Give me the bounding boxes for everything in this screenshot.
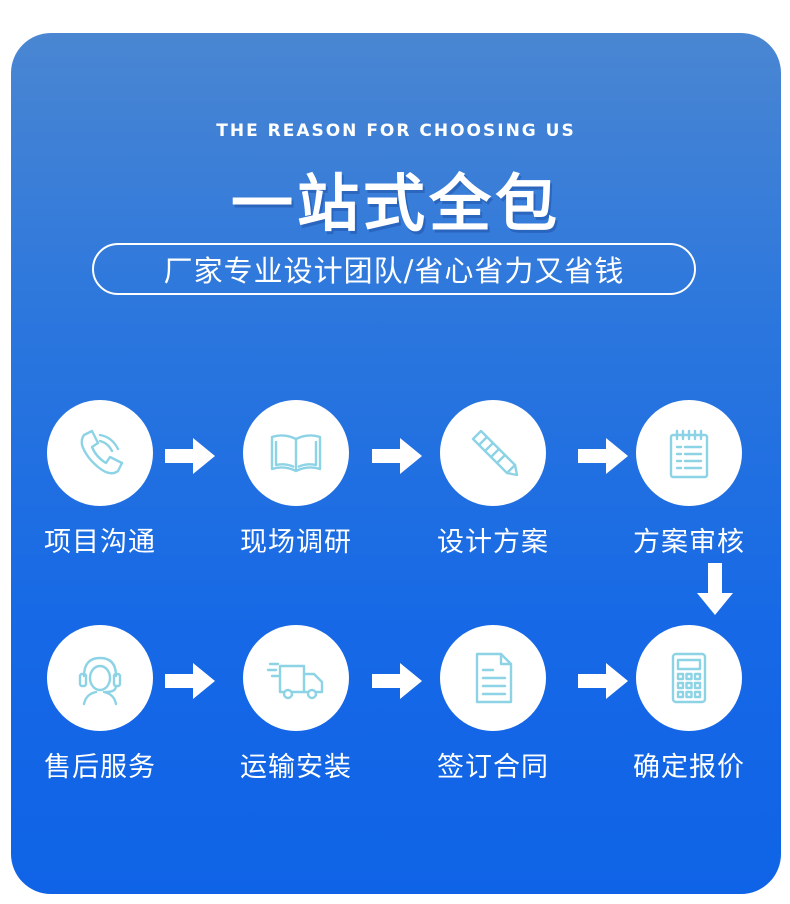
document-icon bbox=[475, 652, 513, 704]
step-circle bbox=[243, 625, 349, 731]
arrow-right-icon bbox=[165, 663, 215, 699]
background-card: THE REASON FOR CHOOSING US 一站式全包 厂家专业设计团… bbox=[11, 33, 781, 894]
step-circle bbox=[47, 400, 153, 506]
arrow-right-icon bbox=[372, 438, 422, 474]
arrow-down-icon bbox=[697, 563, 733, 615]
step-label: 设计方案 bbox=[437, 527, 549, 558]
step-label: 运输安装 bbox=[240, 752, 352, 783]
step-after-sales-service: 售后服务 bbox=[20, 625, 180, 784]
delivery-truck-icon bbox=[266, 662, 324, 700]
step-circle bbox=[636, 625, 742, 731]
step-confirm-quote: 确定报价 bbox=[609, 625, 769, 784]
step-sign-contract: 签订合同 bbox=[413, 625, 573, 784]
arrow-right-icon bbox=[578, 438, 628, 474]
notepad-icon bbox=[669, 429, 709, 479]
arrow-right-icon bbox=[372, 663, 422, 699]
step-site-survey: 现场调研 bbox=[216, 400, 376, 559]
step-label: 现场调研 bbox=[240, 527, 352, 558]
step-label: 项目沟通 bbox=[44, 527, 156, 558]
step-design-plan: 设计方案 bbox=[413, 400, 573, 559]
arrow-right-icon bbox=[165, 438, 215, 474]
tagline-text: 厂家专业设计团队/省心省力又省钱 bbox=[163, 254, 625, 288]
step-circle bbox=[440, 625, 546, 731]
english-subtitle: THE REASON FOR CHOOSING US bbox=[216, 121, 576, 141]
tagline-pill: 厂家专业设计团队/省心省力又省钱 bbox=[92, 243, 696, 295]
step-circle bbox=[243, 400, 349, 506]
step-circle bbox=[47, 625, 153, 731]
step-project-communication: 项目沟通 bbox=[20, 400, 180, 559]
step-circle bbox=[636, 400, 742, 506]
pencil-icon bbox=[471, 429, 519, 477]
customer-service-icon bbox=[78, 656, 122, 706]
step-circle bbox=[440, 400, 546, 506]
arrow-right-icon bbox=[578, 663, 628, 699]
step-label: 方案审核 bbox=[633, 527, 745, 558]
step-transport-installation: 运输安装 bbox=[216, 625, 376, 784]
open-book-icon bbox=[270, 434, 322, 473]
step-label: 确定报价 bbox=[633, 752, 745, 783]
page-title: 一站式全包 bbox=[230, 167, 561, 240]
step-label: 售后服务 bbox=[44, 752, 156, 783]
step-plan-review: 方案审核 bbox=[609, 400, 769, 559]
phone-icon bbox=[80, 429, 124, 475]
calculator-icon bbox=[671, 652, 707, 704]
step-label: 签订合同 bbox=[437, 752, 549, 783]
